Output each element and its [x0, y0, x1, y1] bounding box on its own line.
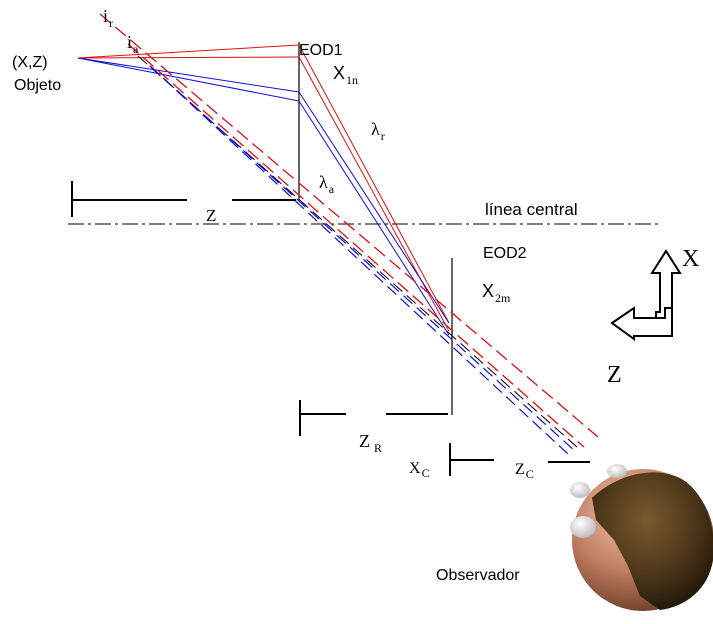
blue-dashed-ray-1 [149, 65, 577, 453]
z-label: Z [206, 206, 216, 225]
red-diffracted-1 [298, 44, 450, 324]
observer-label: Observador [436, 567, 520, 584]
z-dimension [71, 181, 296, 217]
red-dashed-ray-1 [99, 13, 599, 438]
red-diffracted-2 [298, 56, 450, 332]
x1n-label: X1n [333, 63, 358, 87]
blue-ray-lower [77, 57, 300, 102]
xc-label: XC [409, 460, 430, 480]
ray-ir-label: ir [103, 6, 113, 30]
object-coords-label: (X,Z) [12, 54, 48, 71]
eod2-label: EOD2 [483, 245, 527, 262]
blue-diffracted-1 [298, 91, 450, 324]
x2m-label: X2m [482, 281, 511, 305]
lambda-r-label: λr [371, 119, 385, 143]
zr-dimension [299, 400, 448, 436]
ray-ia-label: ia [127, 32, 139, 56]
central-line-label: línea central [485, 200, 578, 219]
zc-label: ZC [515, 461, 534, 481]
lambda-a-label: λa [319, 172, 335, 196]
object-name-label: Objeto [14, 77, 61, 94]
blue-dashed-ray-2 [149, 65, 569, 455]
z-axis-arrow [610, 306, 673, 341]
axis-arrows [610, 249, 682, 341]
axis-z-label: Z [607, 362, 622, 388]
blue-ray-upper [77, 57, 300, 93]
red-dashed-ray-2 [127, 43, 585, 448]
red-ray-lower [77, 56, 300, 59]
axis-x-label: X [682, 246, 699, 272]
zc-dimension [449, 443, 590, 476]
blue-diffracted-2 [298, 100, 450, 336]
observer-head-icon [570, 464, 713, 611]
eod1-label: EOD1 [299, 42, 343, 59]
red-ray-upper [77, 44, 300, 59]
